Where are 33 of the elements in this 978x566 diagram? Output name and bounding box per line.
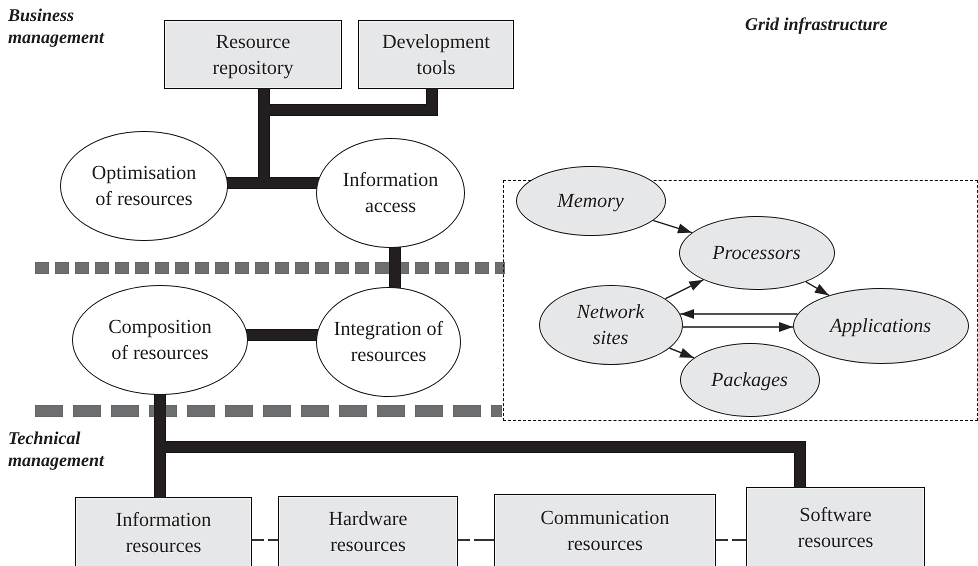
node-label: Resource repository	[211, 30, 295, 80]
node-label: Communication resources	[540, 506, 670, 557]
section-heading: Business management	[8, 5, 106, 48]
node-label: Hardware resources	[328, 507, 408, 558]
node-label: Software resources	[796, 503, 874, 554]
node-label: Optimisation of resources	[90, 161, 198, 212]
process-box	[75, 497, 252, 566]
node-label: Network sites	[576, 300, 646, 350]
node-label: Composition of resources	[107, 315, 213, 366]
node-label: Development tools	[381, 30, 491, 80]
process-box	[278, 496, 458, 566]
connector-line	[252, 539, 278, 541]
node-label: Memory	[557, 188, 624, 214]
node-label: Information access	[342, 168, 440, 219]
node-label: Packages	[711, 368, 788, 392]
process-box	[164, 20, 342, 89]
section-heading: Grid infrastructure	[745, 14, 889, 36]
arrow	[682, 322, 794, 332]
section-heading: Technical management	[8, 428, 106, 472]
arrow	[680, 309, 798, 319]
arrow	[669, 348, 694, 358]
node-label: Applications	[830, 314, 932, 338]
node-label: Processors	[712, 240, 801, 266]
arrow	[806, 281, 830, 296]
arrow	[665, 279, 704, 300]
node-label: Information resources	[114, 508, 212, 559]
connector-line	[716, 539, 746, 541]
node-label: Integration of resources	[334, 317, 444, 368]
process-box	[746, 487, 925, 566]
connector-line	[458, 539, 494, 541]
process-box	[494, 494, 716, 566]
arrow	[653, 220, 692, 234]
process-box	[358, 20, 514, 89]
